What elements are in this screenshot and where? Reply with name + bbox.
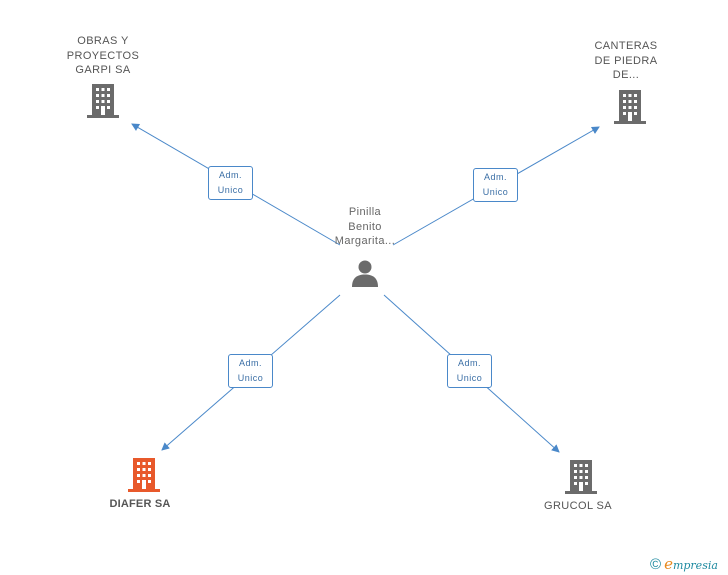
center-name-line-3: Margarita... — [334, 235, 396, 247]
edge-canteras-role-line-1: Adm. — [483, 172, 507, 182]
company-label-canteras[interactable]: CANTERAS DE PIEDRA DE... — [576, 39, 676, 83]
edge-label-grucol[interactable]: Adm. Unico — [447, 354, 492, 388]
edge-diafer-role-line-1: Adm. — [238, 358, 262, 368]
brand-rest: mpresia — [672, 559, 718, 572]
grucol-line-1: GRUCOL SA — [544, 500, 612, 512]
obras-line-2: PROYECTOS — [66, 49, 140, 62]
center-name-line-2: Benito — [348, 220, 382, 233]
canteras-line-3: DE... — [612, 69, 640, 81]
center-person-name[interactable]: Pinilla Benito Margarita... — [320, 205, 410, 249]
center-name-line-1: Pinilla — [348, 206, 382, 218]
edge-grucol-role-line-2: Unico — [456, 373, 483, 383]
edge-diafer-role-line-2: Unico — [237, 373, 264, 383]
diafer-line-1: DIAFER SA — [109, 498, 171, 510]
edge-label-obras[interactable]: Adm. Unico — [208, 166, 253, 200]
edge-canteras-role-line-2: Unico — [482, 187, 509, 197]
company-label-obras[interactable]: OBRAS Y PROYECTOS GARPI SA — [53, 34, 153, 78]
edge-label-diafer[interactable]: Adm. Unico — [228, 354, 273, 388]
building-icon-obras[interactable] — [87, 84, 119, 118]
obras-line-1: OBRAS Y — [77, 35, 129, 47]
edge-obras-role-line-1: Adm. — [218, 170, 242, 180]
canteras-line-2: DE PIEDRA — [594, 54, 658, 67]
company-label-diafer[interactable]: DIAFER SA — [90, 497, 190, 512]
company-label-grucol[interactable]: GRUCOL SA — [528, 499, 628, 514]
obras-line-3: GARPI SA — [75, 64, 131, 76]
copyright-icon: © — [650, 556, 662, 573]
empresia-logo[interactable]: ©empresia — [650, 555, 718, 573]
brand-initial: e — [664, 555, 673, 573]
building-icon-diafer[interactable] — [128, 458, 160, 492]
edge-obras-role-line-2: Unico — [217, 185, 244, 195]
edge-label-canteras[interactable]: Adm. Unico — [473, 168, 518, 202]
building-icon-canteras[interactable] — [614, 90, 646, 124]
building-icon-grucol[interactable] — [565, 460, 597, 494]
person-icon[interactable] — [350, 258, 380, 288]
canteras-line-1: CANTERAS — [594, 40, 658, 52]
edge-grucol-role-line-1: Adm. — [457, 358, 481, 368]
